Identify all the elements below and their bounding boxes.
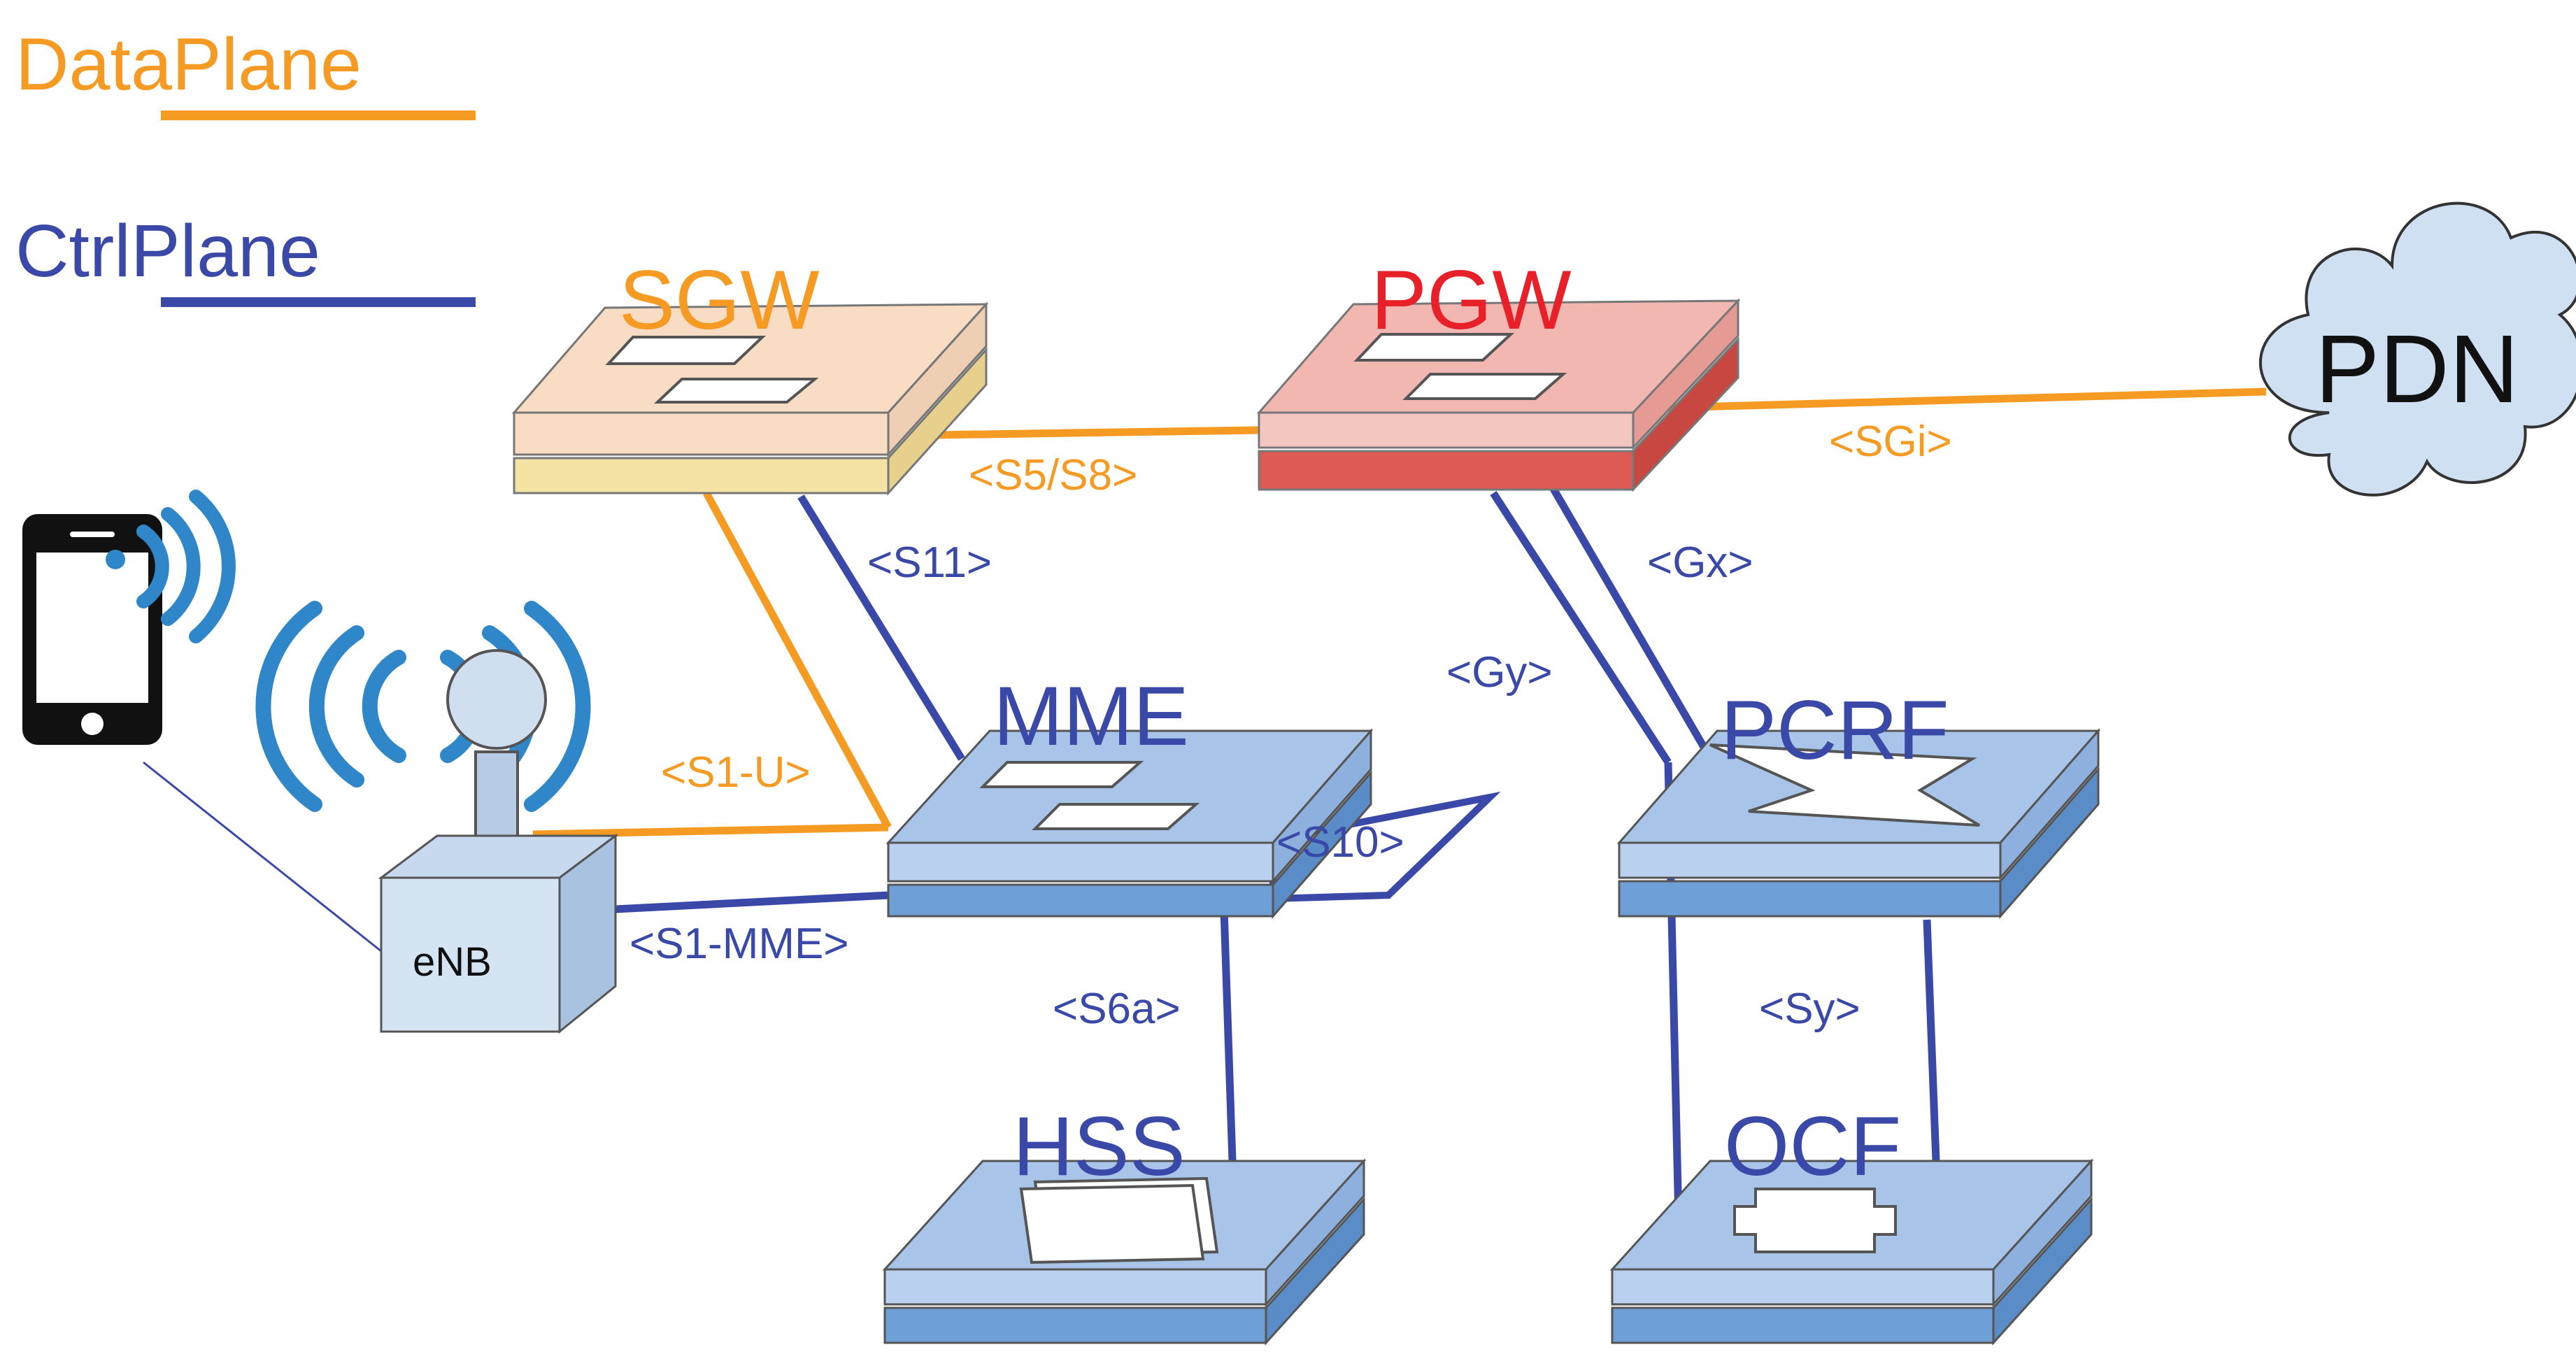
sgw-face-lower <box>513 457 890 494</box>
pgw-face-lower <box>1258 450 1635 491</box>
link-s5-s8 <box>933 426 1260 439</box>
pgw-switch-icon <box>1353 333 1567 400</box>
ocf-node[interactable]: OCF <box>1609 1099 2094 1346</box>
sgw-side-upper <box>887 301 988 457</box>
hss-label: HSS <box>1013 1099 1186 1193</box>
smartphone-home-button <box>81 713 104 735</box>
hss-side-upper <box>1265 1158 1365 1307</box>
ocf-side-lower <box>1992 1197 2093 1346</box>
link-s1-u-enb <box>532 823 889 839</box>
link-ue-enb <box>143 761 382 953</box>
charging-icon <box>1733 1188 1897 1253</box>
mme-side-lower <box>1272 770 1372 919</box>
sgw-side-lower <box>887 347 988 496</box>
links <box>143 387 2267 1223</box>
legend-data-plane-label: DataPlane <box>15 23 362 106</box>
link-sy <box>1923 919 1940 1162</box>
mme-side-upper <box>1272 728 1372 884</box>
pgw-label: PGW <box>1371 253 1572 347</box>
pcrf-face-upper <box>1618 841 2002 879</box>
link-s1-u-sgw <box>703 491 892 829</box>
pgw-side-lower <box>1632 336 1739 492</box>
smartphone-screen <box>36 553 148 703</box>
link-gy-upper <box>1490 491 1672 764</box>
mme-node[interactable]: MME <box>885 669 1374 919</box>
pgw-face-upper <box>1258 411 1635 449</box>
gx-label: <Gx> <box>1647 539 1753 587</box>
link-gx <box>1542 473 1728 784</box>
sgw-label: SGW <box>619 253 820 347</box>
hss-side-lower <box>1265 1197 1365 1346</box>
sgw-node[interactable]: SGW <box>511 253 989 496</box>
pdn-label: PDN <box>2315 315 2519 423</box>
ocf-face-lower <box>1611 1306 1995 1344</box>
s1-u-label: <S1-U> <box>661 748 811 797</box>
gy-label: <Gy> <box>1446 648 1553 697</box>
hss-node[interactable]: HSS <box>882 1099 1367 1346</box>
pcrf-side-upper <box>1999 728 2100 881</box>
mme-face-upper <box>887 841 1274 883</box>
sgw-face-upper <box>513 411 890 456</box>
link-s1-mme <box>615 891 889 913</box>
database-icon <box>1019 1176 1219 1264</box>
enb-label: eNB <box>413 939 492 985</box>
mme-face-lower <box>887 883 1274 918</box>
pcrf-node[interactable]: PCRF <box>1616 683 2101 919</box>
ocf-face-upper <box>1611 1268 1995 1306</box>
smartphone-speaker <box>70 532 115 537</box>
enb-node[interactable]: eNB <box>255 601 619 1034</box>
s5-s8-label: <S5/S8> <box>969 451 1137 499</box>
hss-face-upper <box>883 1268 1267 1306</box>
pgw-node[interactable]: PGW <box>1256 253 1741 492</box>
s10-label: <S10> <box>1276 818 1404 867</box>
mme-switch-icon <box>979 761 1200 830</box>
sgw-switch-icon <box>605 336 819 404</box>
legend: DataPlane CtrlPlane <box>15 23 476 307</box>
ocf-side-upper <box>1992 1158 2093 1307</box>
antenna-icon <box>446 649 547 750</box>
link-sgi <box>1664 387 2267 412</box>
legend-ctrl-plane-label: CtrlPlane <box>15 210 320 292</box>
hss-face-lower <box>883 1306 1267 1344</box>
pdn-cloud[interactable]: PDN <box>2258 201 2576 497</box>
ue-signal-icon <box>106 490 236 643</box>
cloud-icon <box>2258 201 2576 497</box>
sy-label: <Sy> <box>1759 985 1860 1033</box>
sgi-label: <SGi> <box>1829 418 1952 466</box>
ocf-label: OCF <box>1724 1099 1901 1193</box>
ue-device[interactable] <box>22 490 236 745</box>
pcrf-face-lower <box>1618 880 2002 918</box>
s11-label: <S11> <box>867 539 992 587</box>
policy-icon <box>1709 743 1981 827</box>
link-s6a <box>1220 909 1237 1162</box>
interface-labels: <S5/S8> <SGi> <S11> <Gx> <Gy> <S1-U> <S1… <box>629 418 1952 1033</box>
s6a-label: <S6a> <box>1053 985 1181 1033</box>
enb-box-front <box>380 876 561 1033</box>
pcrf-label: PCRF <box>1721 683 1949 777</box>
mme-label: MME <box>993 669 1189 763</box>
s1-mme-label: <S1-MME> <box>629 920 849 968</box>
link-s11 <box>797 494 965 761</box>
pgw-side-upper <box>1632 298 1739 450</box>
pcrf-side-lower <box>1999 767 2100 919</box>
